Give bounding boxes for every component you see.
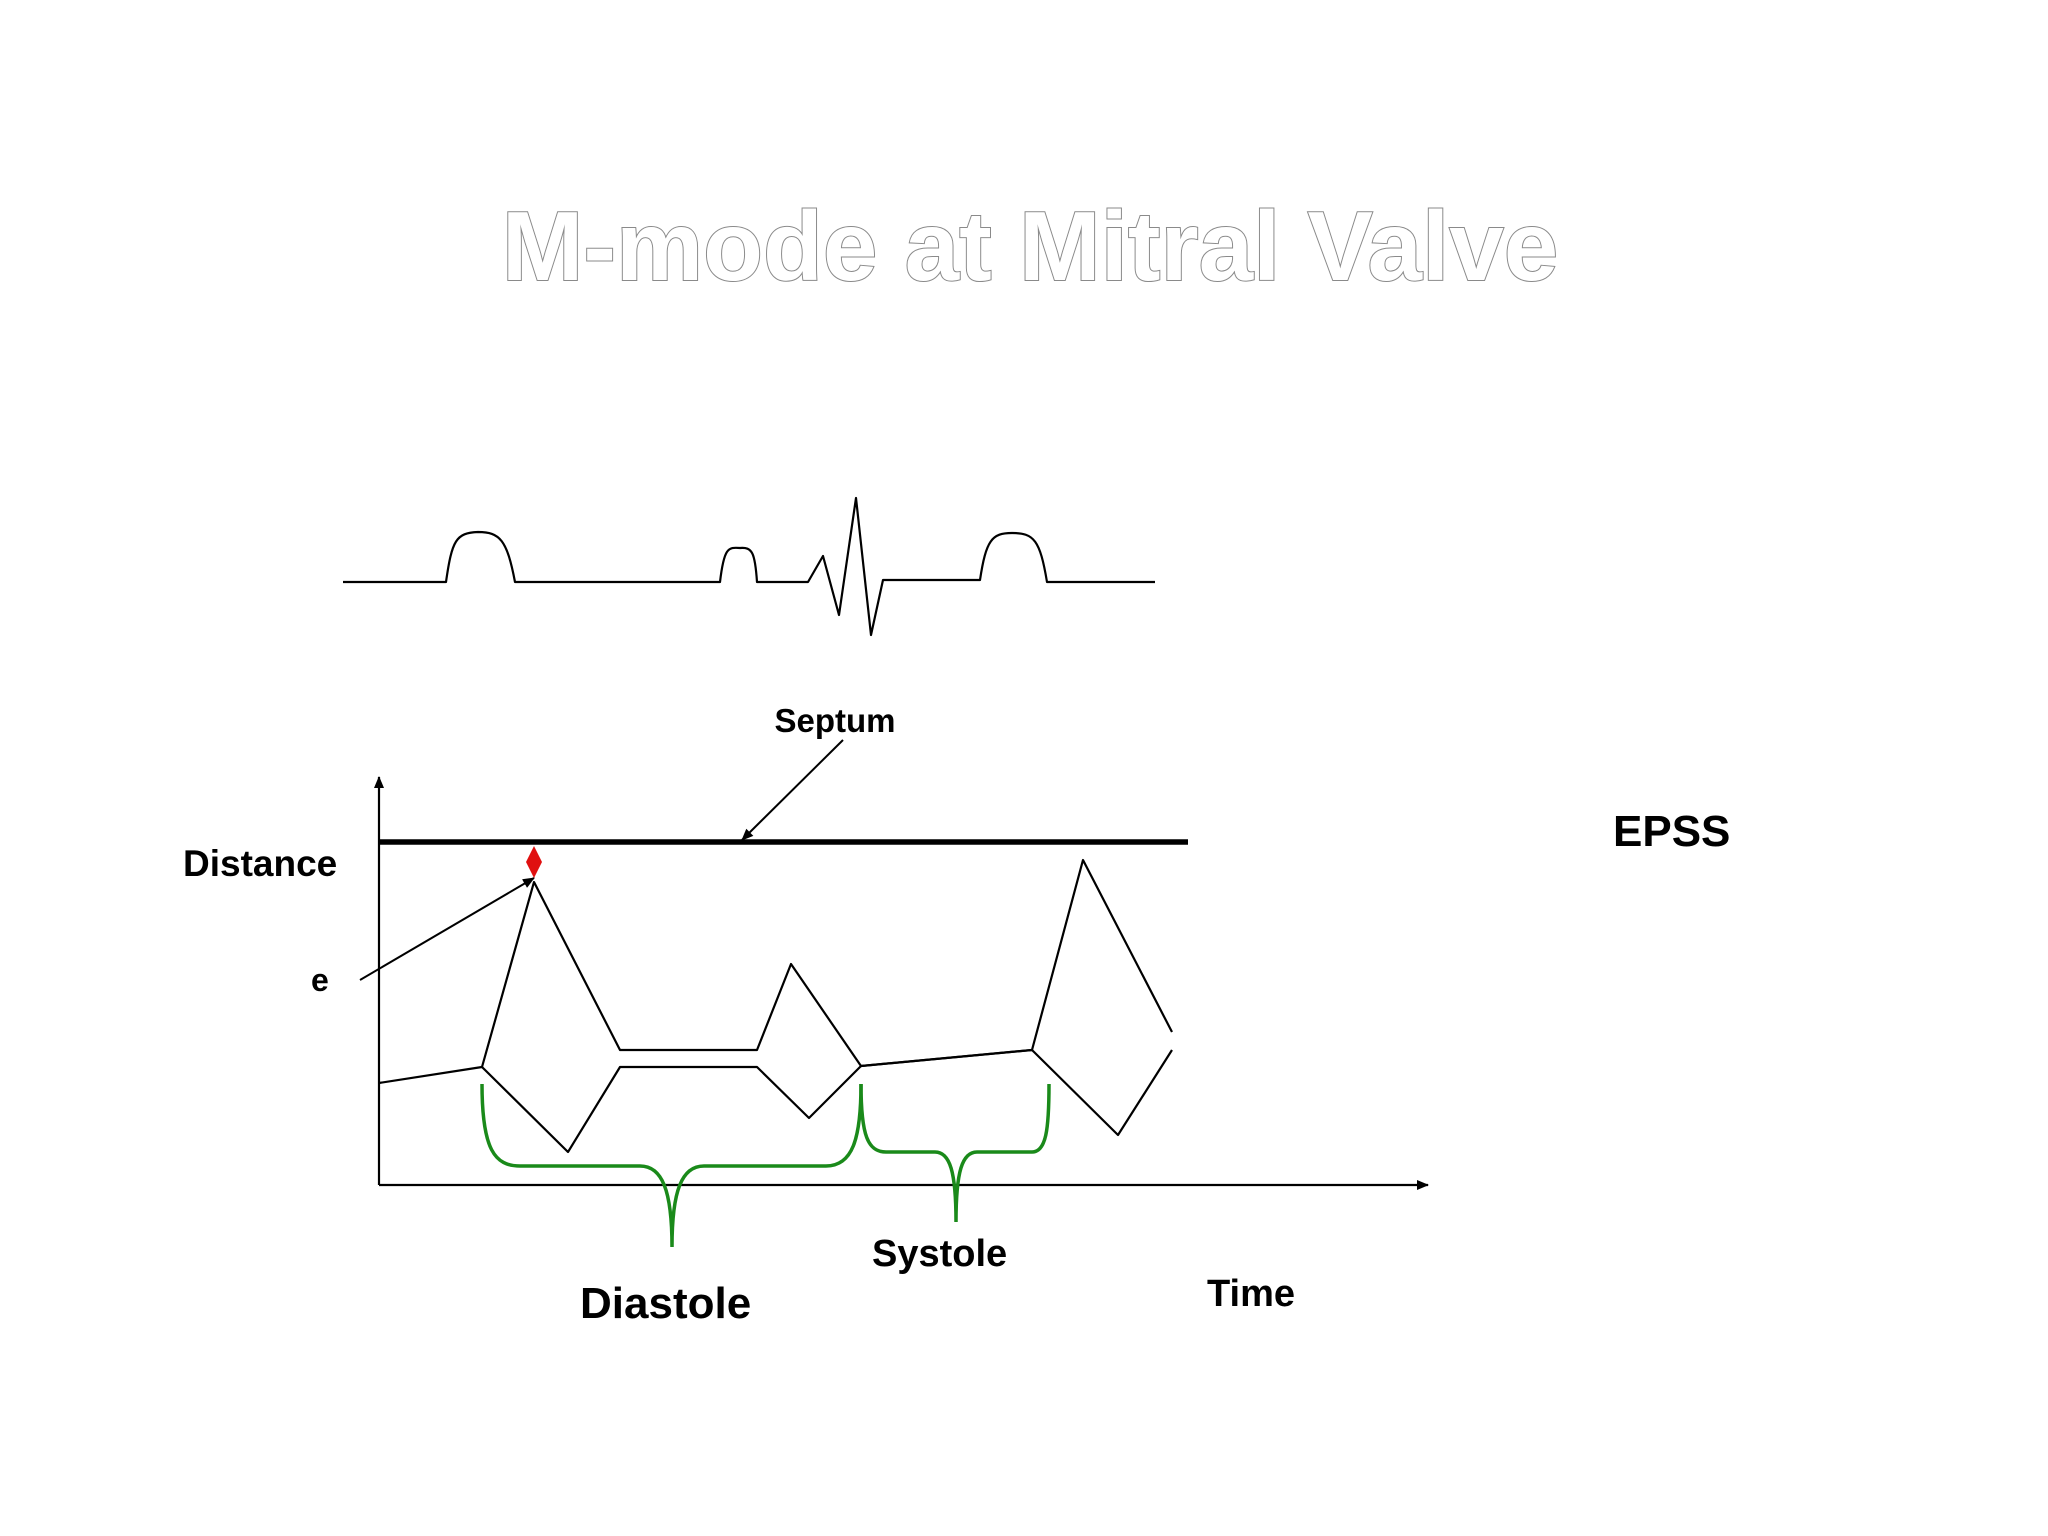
- septum-pointer-arrow: [741, 739, 844, 841]
- diastole-label: Diastole: [580, 1279, 751, 1328]
- epss-marker-icon: [526, 846, 542, 878]
- epss-label: EPSS: [1613, 807, 1730, 856]
- systole-bracket: [859, 1083, 1051, 1223]
- e-point-label: e: [311, 962, 329, 998]
- posterior-leaflet-trace: [481, 1048, 1173, 1154]
- distance-axis-label: Distance: [183, 843, 337, 884]
- e-point-pointer-arrow: [359, 877, 535, 981]
- diastole-bracket: [480, 1083, 863, 1248]
- septum-label: Septum: [774, 702, 895, 739]
- anterior-leaflet-trace: [378, 858, 1173, 1085]
- time-axis-label: Time: [1207, 1273, 1295, 1315]
- ecg-trace: [343, 496, 1155, 637]
- systole-label: Systole: [872, 1233, 1007, 1275]
- slide-title: M-mode at Mitral Valve: [502, 191, 1559, 301]
